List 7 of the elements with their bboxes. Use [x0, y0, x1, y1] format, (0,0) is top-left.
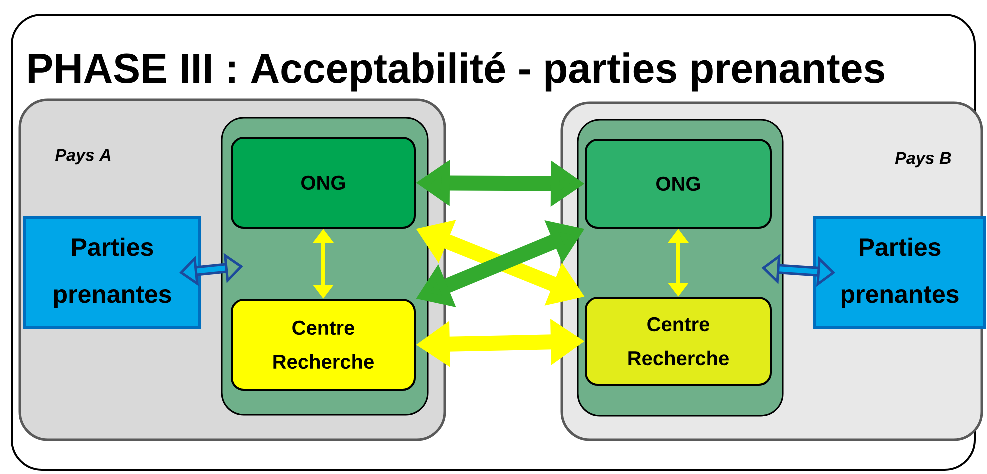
- stakeholder-box: Parties prenantes: [814, 216, 986, 330]
- process-box: Centre Recherche: [585, 297, 772, 386]
- process-box: ONG: [231, 137, 416, 229]
- process-box: Centre Recherche: [231, 299, 416, 391]
- title: PHASE III : Acceptabilité - parties prenantes: [28, 52, 884, 92]
- stakeholder-box: Parties prenantes: [24, 216, 202, 330]
- process-box: ONG: [585, 139, 772, 229]
